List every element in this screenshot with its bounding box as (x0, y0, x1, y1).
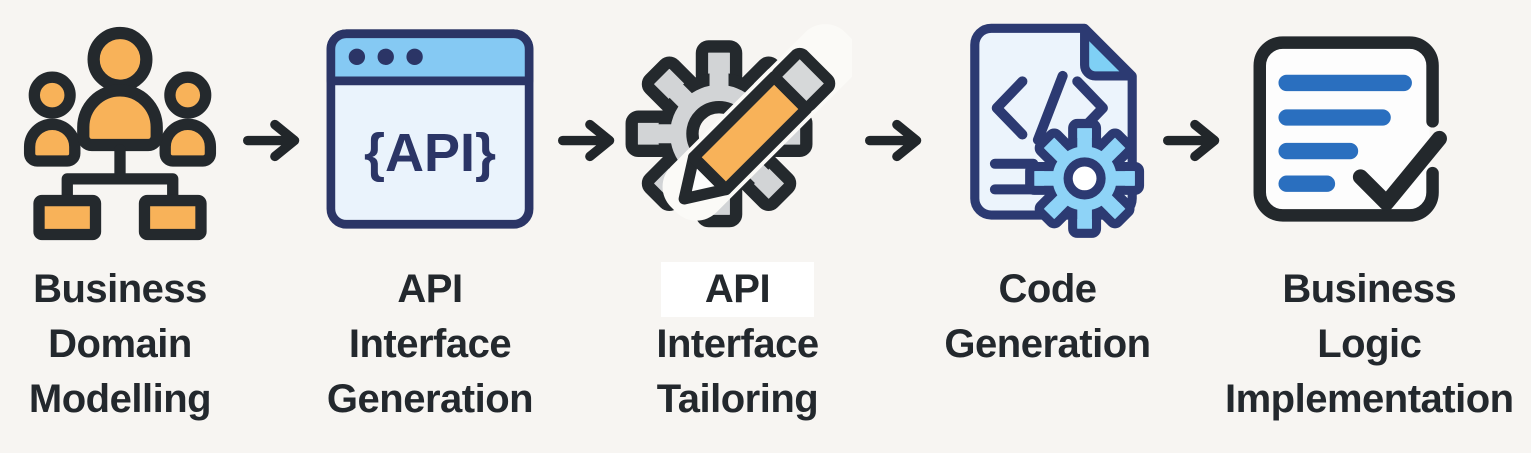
stage-label-line: Domain (48, 322, 192, 366)
gear-pencil-icon-svg (625, 23, 852, 227)
pencil-icon (662, 23, 852, 221)
stage-label-line: Interface (656, 322, 819, 366)
checkmark-icon (1352, 130, 1447, 211)
stage-business-logic-implementation: Business Logic Implementation (1225, 0, 1514, 427)
stage-label: API Interface Generation (326, 262, 534, 427)
list-lines-icon (1278, 74, 1412, 192)
stage-label-line: Interface (348, 322, 512, 366)
org-chart-people-icon-svg (23, 26, 217, 241)
stage-api-interface-generation: {API} API Interface Generation (305, 0, 555, 427)
window-dot-icon (377, 48, 394, 66)
page-fold-icon (1079, 25, 1135, 81)
document-frame-icon (1253, 36, 1439, 222)
stage-label-line: Generation (326, 377, 534, 421)
flow-arrow-icon (555, 118, 620, 163)
checklist-check-icon-svg (1253, 36, 1447, 222)
stage-label: API Interface Tailoring (656, 262, 819, 427)
org-chart-people-icon (0, 0, 240, 258)
stage-label-line: Business (33, 267, 207, 311)
stage-label-line: Code (998, 267, 1098, 311)
flow-arrow-icon (855, 118, 935, 163)
stage-label: Business Logic Implementation (1225, 262, 1514, 427)
browser-window-icon-svg (326, 29, 534, 229)
stage-label: Business Domain Modelling (28, 262, 212, 427)
checklist-check-icon (1225, 0, 1475, 258)
code-file-gear-icon-svg (969, 23, 1144, 238)
window-dot-icon (406, 48, 423, 66)
flow-arrow-icon (1160, 118, 1225, 163)
stage-label-line: API (660, 262, 815, 317)
gear-pencil-icon (620, 0, 855, 258)
flow-arrow-icon (240, 118, 305, 163)
stage-label-line: Modelling (28, 377, 212, 421)
stage-code-generation: Code Generation (935, 0, 1160, 372)
api-braces-text: {API} (363, 123, 497, 183)
stage-label-line: Tailoring (656, 377, 819, 421)
gear-icon (1024, 118, 1144, 238)
browser-window-api-icon: {API} (305, 0, 555, 258)
stage-label-line: Generation (944, 322, 1151, 366)
stage-api-interface-tailoring: API Interface Tailoring (620, 0, 855, 427)
stage-label-line: Business (1282, 267, 1457, 311)
stage-label: Code Generation (944, 262, 1151, 372)
stage-label-line: Implementation (1225, 377, 1514, 421)
stage-business-domain-modelling: Business Domain Modelling (0, 0, 240, 427)
window-dot-icon (348, 48, 366, 66)
code-file-gear-icon (935, 0, 1160, 258)
stage-label-line: Logic (1317, 322, 1422, 366)
stage-label-line: API (397, 267, 463, 311)
